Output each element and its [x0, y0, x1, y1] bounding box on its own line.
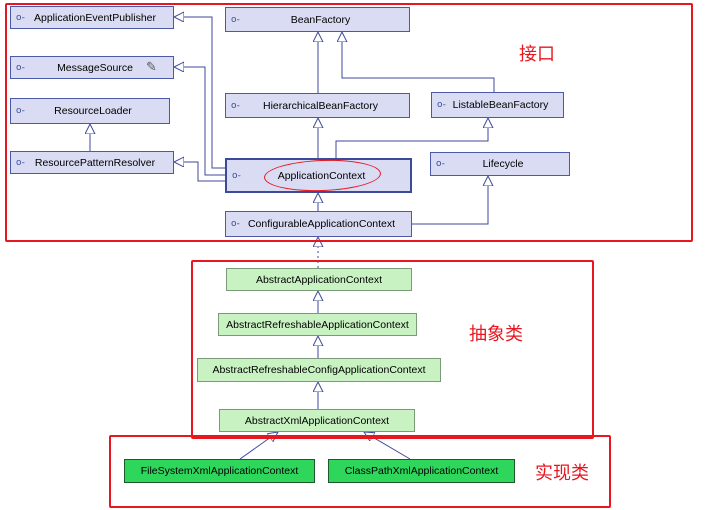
abstract-classes-group [191, 260, 594, 439]
node-label: MessageSource [57, 61, 133, 74]
node-label: ListableBeanFactory [452, 99, 549, 111]
node-label: BeanFactory [290, 13, 351, 26]
implementations-group [109, 435, 611, 508]
interface-icon: o- [16, 12, 25, 23]
message-source-node[interactable]: o- MessageSource [10, 56, 174, 79]
interface-icon: o- [16, 157, 25, 168]
pencil-icon: ✎ [146, 60, 157, 75]
application-context-node[interactable]: o- ApplicationContext [225, 158, 412, 193]
abstract-application-context-node[interactable]: AbstractApplicationContext [226, 268, 412, 291]
interface-icon: o- [437, 100, 446, 110]
implementations-group-label: 实现类 [535, 463, 589, 484]
interface-icon: o- [232, 170, 241, 181]
abstract-refreshable-config-application-context-node[interactable]: AbstractRefreshableConfigApplicationCont… [197, 358, 441, 382]
node-label: AbstractApplicationContext [255, 273, 383, 286]
node-label: AbstractRefreshableApplicationContext [226, 318, 409, 331]
node-label: ClassPathXmlApplicationContext [344, 465, 499, 477]
node-label: Lifecycle [482, 158, 524, 170]
node-label: ConfigurableApplicationContext [247, 218, 396, 230]
node-label: FileSystemXmlApplicationContext [140, 465, 299, 477]
configurable-application-context-node[interactable]: o- ConfigurableApplicationContext [225, 211, 412, 237]
interfaces-group-label: 接口 [519, 44, 555, 65]
hierarchical-bean-factory-node[interactable]: o- HierarchicalBeanFactory [225, 93, 410, 118]
node-label: AbstractRefreshableConfigApplicationCont… [212, 364, 426, 376]
interface-icon: o- [436, 159, 445, 169]
abstract-xml-application-context-node[interactable]: AbstractXmlApplicationContext [219, 409, 415, 432]
abstract-group-label: 抽象类 [469, 324, 523, 345]
lifecycle-node[interactable]: o- Lifecycle [430, 152, 570, 176]
interfaces-group [5, 3, 693, 242]
node-label: ApplicationContext [277, 169, 366, 182]
node-label: HierarchicalBeanFactory [263, 99, 378, 112]
node-label: ResourcePatternResolver [34, 156, 156, 169]
interface-icon: o- [231, 100, 240, 111]
listable-bean-factory-node[interactable]: o- ListableBeanFactory [431, 92, 564, 118]
interface-icon: o- [231, 219, 240, 229]
resource-pattern-resolver-node[interactable]: o- ResourcePatternResolver [10, 151, 174, 174]
bean-factory-node[interactable]: o- BeanFactory [225, 7, 410, 32]
interface-icon: o- [16, 106, 25, 116]
class-path-xml-application-context-node[interactable]: ClassPathXmlApplicationContext [328, 459, 515, 483]
file-system-xml-application-context-node[interactable]: FileSystemXmlApplicationContext [124, 459, 315, 483]
application-event-publisher-node[interactable]: o- ApplicationEventPublisher [10, 6, 174, 29]
node-label: ApplicationEventPublisher [34, 11, 156, 24]
interface-icon: o- [231, 14, 240, 25]
abstract-refreshable-application-context-node[interactable]: AbstractRefreshableApplicationContext [218, 313, 417, 336]
interface-icon: o- [16, 62, 25, 73]
node-label: ResourceLoader [54, 105, 132, 117]
resource-loader-node[interactable]: o- ResourceLoader [10, 98, 170, 124]
node-label: AbstractXmlApplicationContext [244, 414, 390, 427]
